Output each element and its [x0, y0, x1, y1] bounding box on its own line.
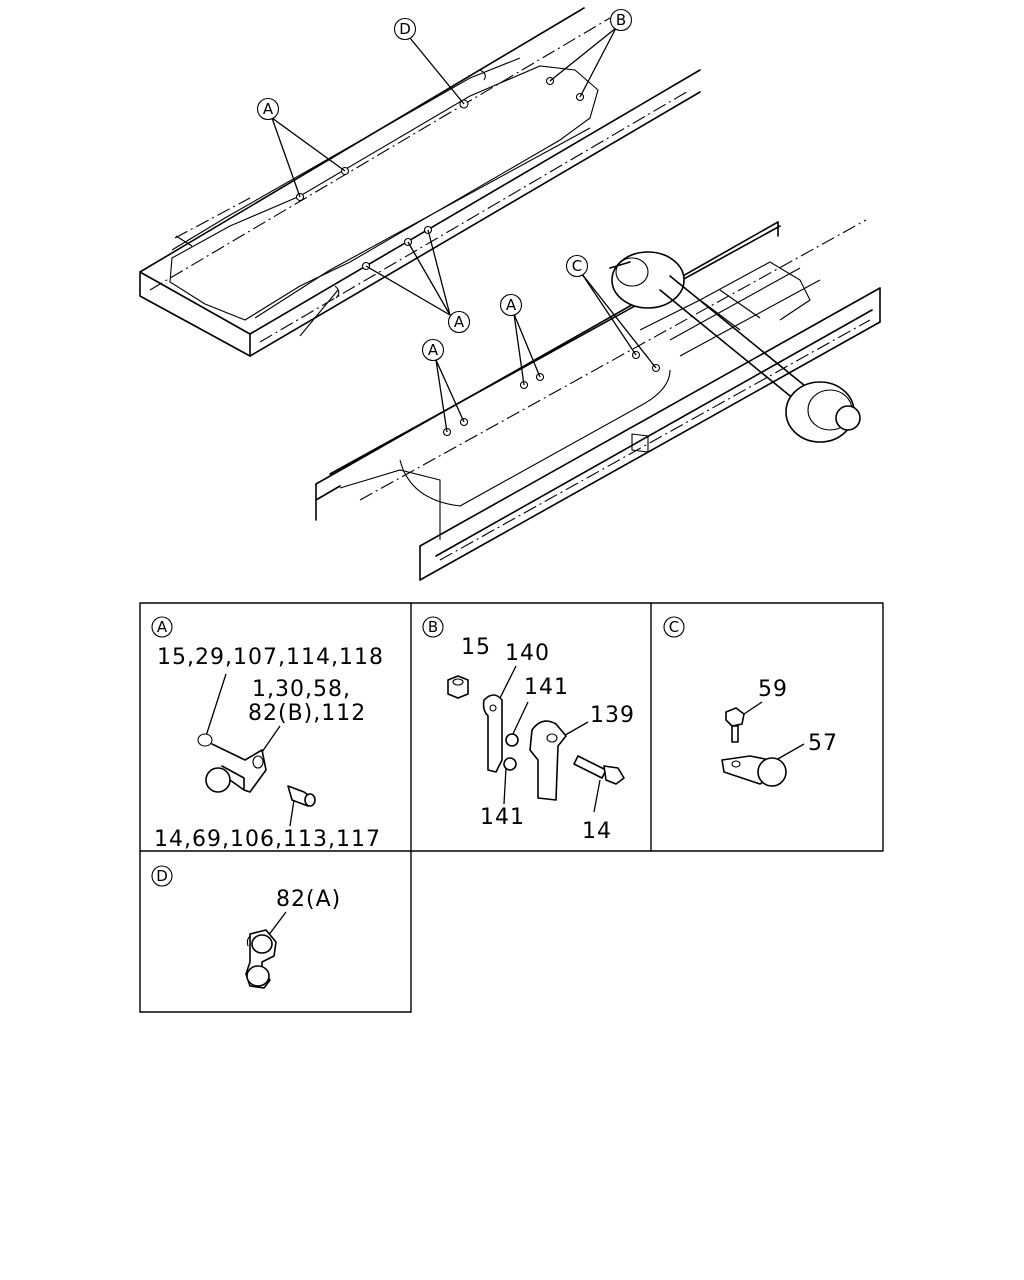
detail-b-label-141-top: 141 — [524, 675, 569, 700]
detail-b-tag: B — [428, 618, 438, 636]
detail-b-label-140: 140 — [505, 641, 550, 666]
callout-d-top: D — [393, 17, 465, 105]
callout-b-top: B — [549, 8, 633, 98]
svg-text:D: D — [399, 20, 411, 38]
svg-text:A: A — [263, 100, 274, 118]
detail-a-label-3: 82(B),112 — [248, 701, 366, 726]
callout-a-top-left: A — [256, 97, 346, 198]
detail-a-label-2: 1,30,58, — [252, 677, 351, 702]
detail-d: D 82(A) — [151, 865, 341, 989]
detail-a-label-1: 15,29,107,114,118 — [157, 645, 384, 670]
detail-b: B 15 140 141 139 141 14 — [422, 616, 635, 844]
callout-a-mid: A — [365, 229, 471, 334]
clip-markers — [295, 76, 661, 437]
detail-a: A 15,29,107,114,118 1,30,58, 82(B),112 1… — [151, 616, 384, 852]
detail-a-label-4: 14,69,106,113,117 — [154, 827, 381, 852]
lower-frame-rail — [315, 219, 881, 581]
upper-frame-rail — [139, 7, 701, 357]
detail-c-label-57: 57 — [808, 731, 838, 756]
bracket-part-drawing — [447, 675, 625, 801]
detail-d-label-82a: 82(A) — [276, 887, 341, 912]
p-clamp-part-drawing — [721, 707, 787, 787]
svg-text:A: A — [506, 296, 517, 314]
callout-c-right: C — [565, 254, 657, 369]
axle-assembly — [609, 251, 861, 443]
detail-grid — [139, 602, 884, 1013]
svg-text:A: A — [454, 313, 465, 331]
detail-b-label-15: 15 — [461, 635, 491, 660]
clamp-part-drawing — [197, 733, 316, 807]
detail-b-label-139: 139 — [590, 703, 635, 728]
callout-a-lower-mid: A — [499, 293, 541, 386]
callout-a-lower-left: A — [421, 338, 465, 433]
svg-text:A: A — [428, 341, 439, 359]
double-clip-part-drawing — [245, 929, 277, 989]
detail-c-label-59: 59 — [758, 677, 788, 702]
detail-b-label-141-bottom: 141 — [480, 805, 525, 830]
detail-c-tag: C — [669, 618, 679, 636]
detail-b-label-14: 14 — [582, 819, 612, 844]
svg-text:C: C — [572, 257, 582, 275]
detail-d-tag: D — [156, 867, 168, 885]
detail-c: C 59 57 — [663, 616, 838, 787]
detail-a-tag: A — [157, 618, 168, 636]
svg-text:B: B — [616, 11, 626, 29]
